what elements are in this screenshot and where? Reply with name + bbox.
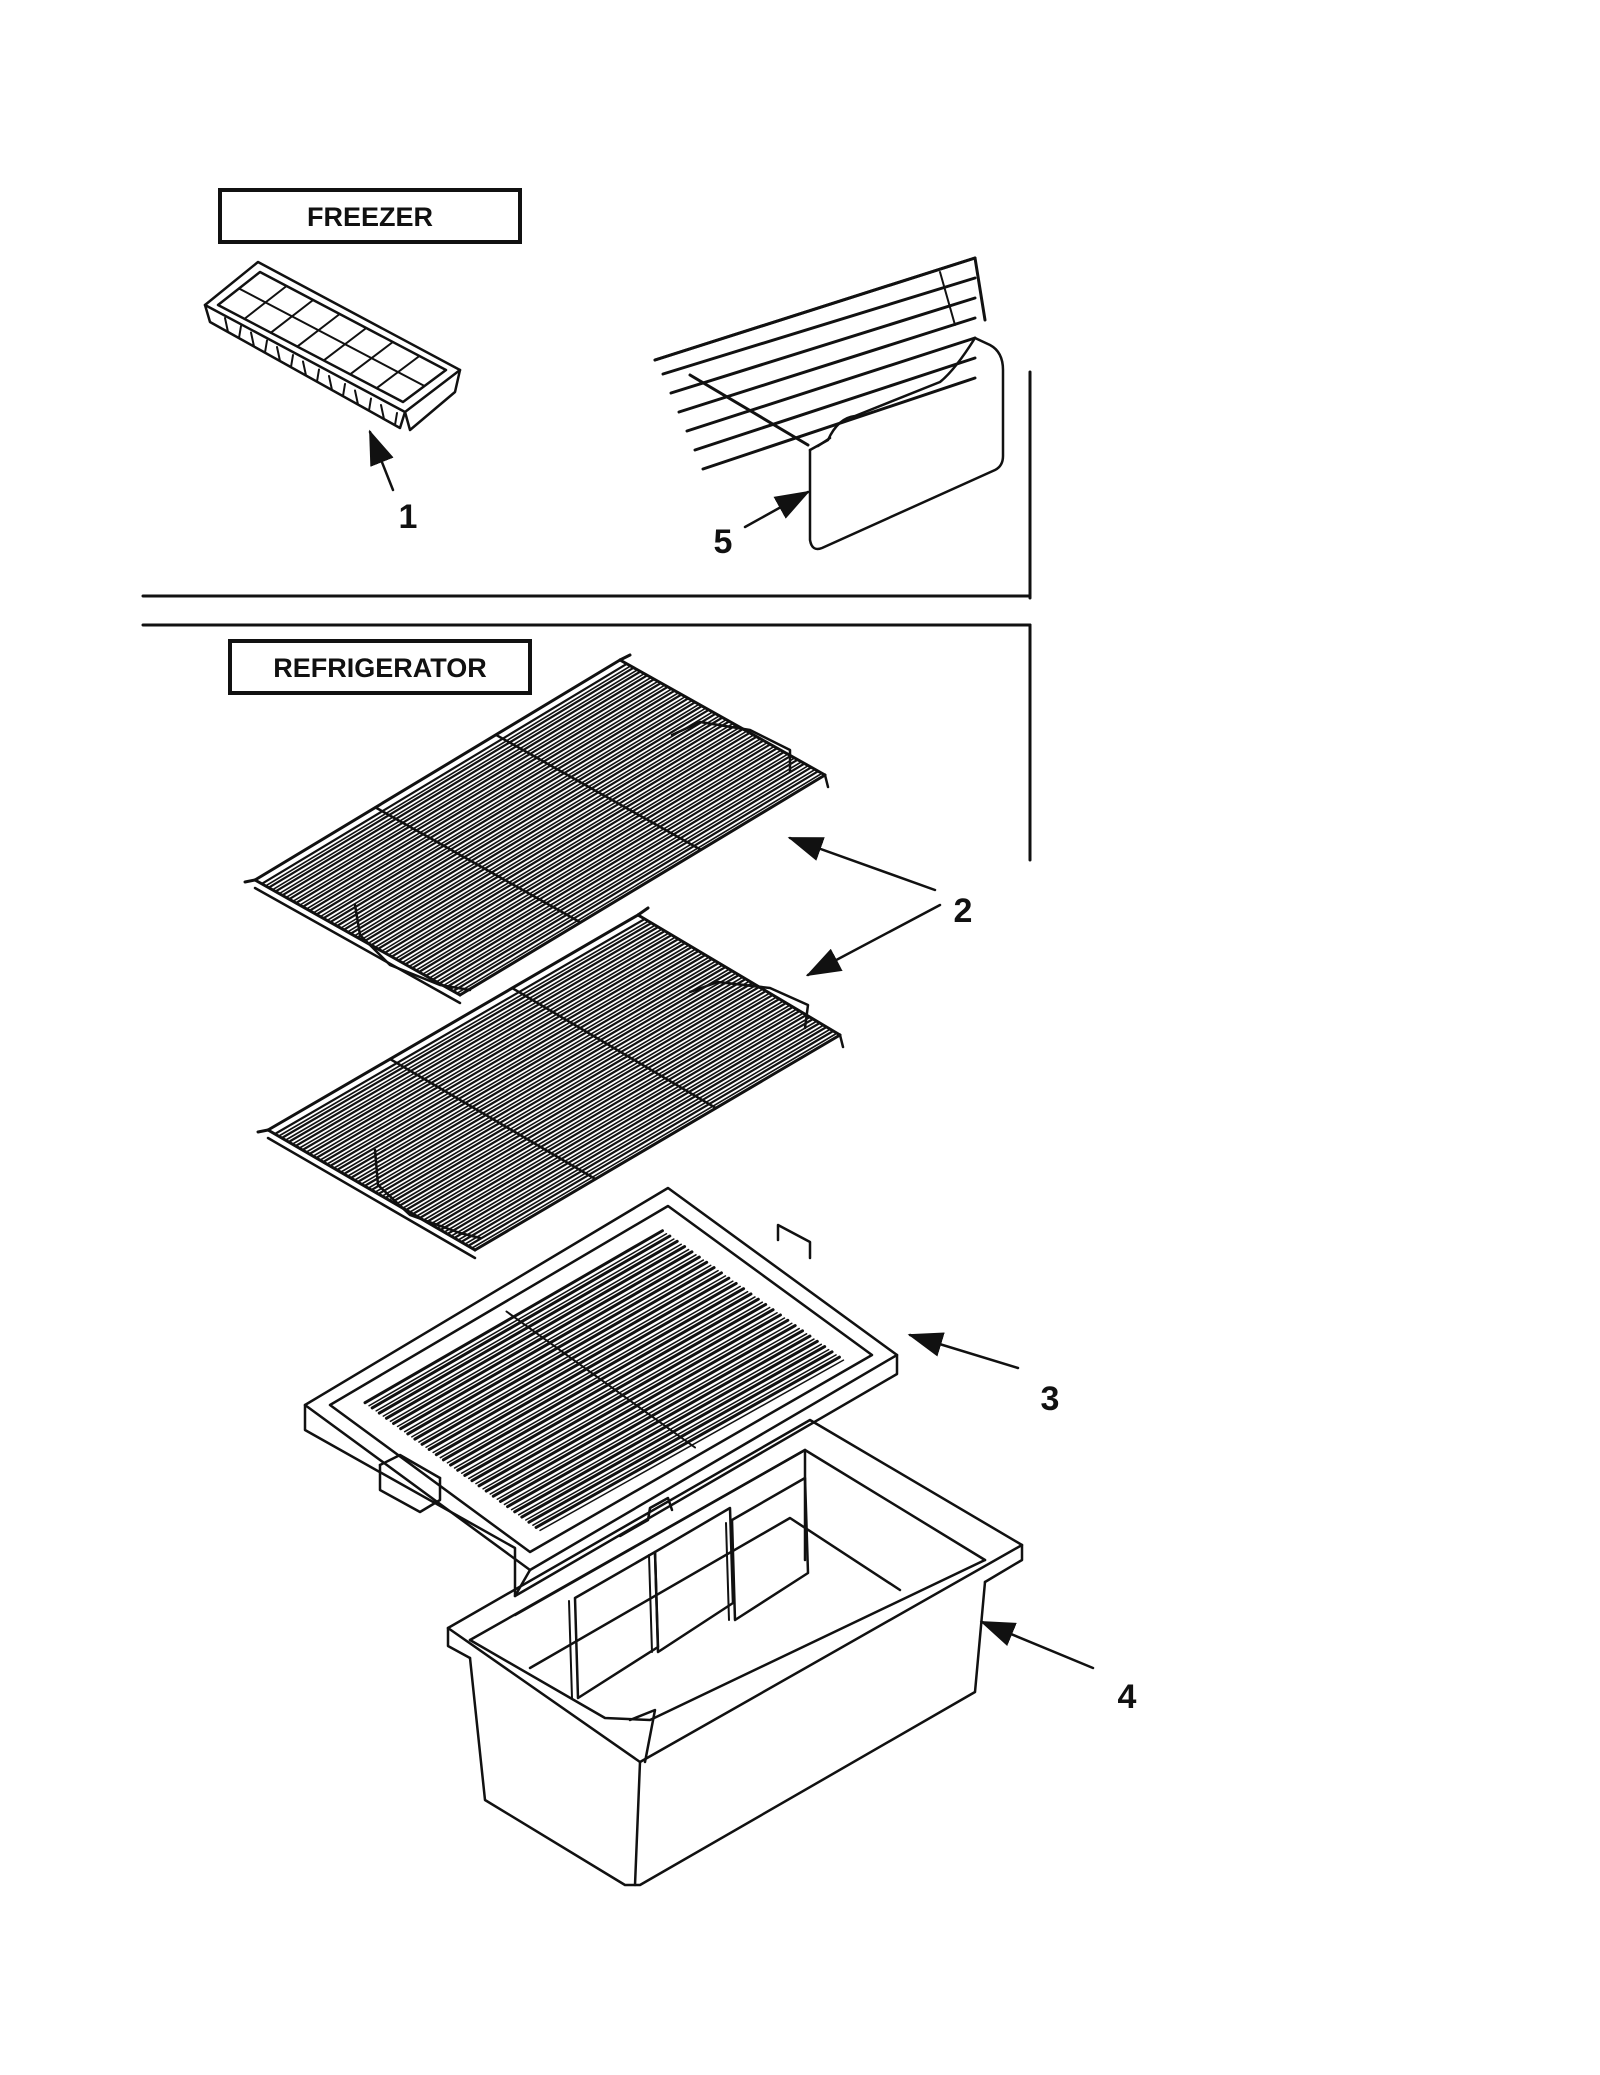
callout-1: 1 — [399, 498, 418, 536]
callout-3: 3 — [1041, 1380, 1060, 1418]
leader-lines — [368, 429, 1095, 1670]
crisper-cover-drawing — [303, 1186, 899, 1598]
refrigerator-label: REFRIGERATOR — [273, 653, 487, 683]
refrigerator-shelves-drawing — [243, 653, 845, 1260]
section-dividers — [141, 370, 1032, 862]
callout-5: 5 — [714, 523, 733, 561]
crisper-drawer-drawing — [446, 1418, 1024, 1887]
ice-tray-drawing — [203, 260, 462, 432]
freezer-label-box: FREEZER — [218, 188, 522, 244]
callout-4: 4 — [1118, 1678, 1137, 1716]
freezer-label: FREEZER — [307, 202, 433, 232]
refrigerator-label-box: REFRIGERATOR — [228, 639, 532, 695]
freezer-shelf-drawing — [653, 256, 1005, 551]
callout-2: 2 — [954, 892, 973, 930]
callout-numbers: 1 2 3 4 5 — [399, 498, 1137, 1716]
